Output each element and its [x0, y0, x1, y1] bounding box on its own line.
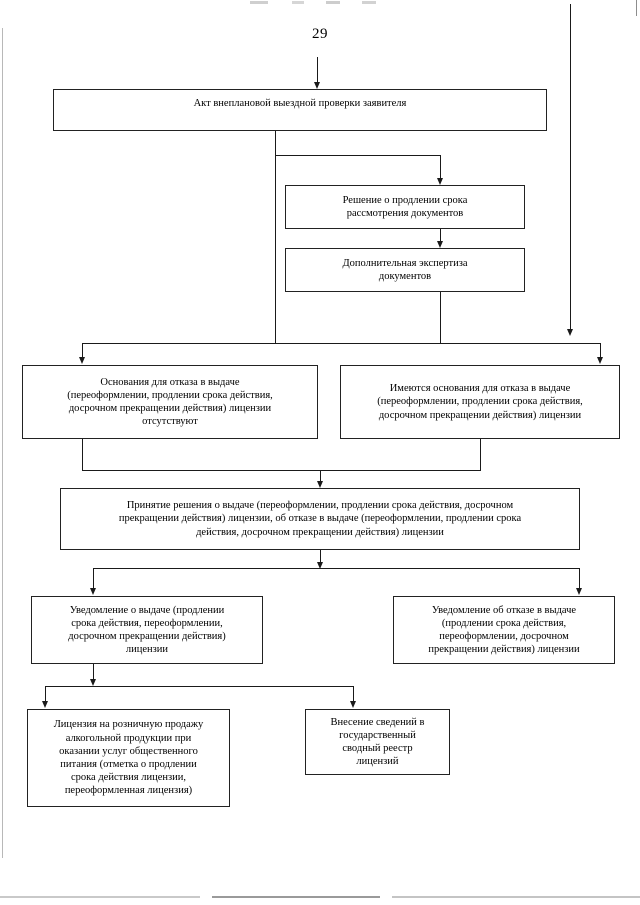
node-has-grounds-refusal-box[interactable]: Имеются основания для отказа в выдаче (п… — [340, 365, 620, 439]
connector-decision-making-arrowhead — [316, 481, 323, 488]
scan-artifact-top — [250, 1, 390, 4]
page-number: 29 — [312, 26, 328, 42]
connector-notice-grant-arrowhead — [89, 588, 96, 595]
connector-bus-decision-making — [82, 470, 481, 471]
connector-bus-left-arrowhead — [78, 357, 85, 364]
scan-edge-right — [636, 0, 637, 16]
connector-to-extend-arrowhead — [436, 178, 443, 185]
node-no-grounds-refusal-label: Основания для отказа в выдаче (переоформ… — [67, 376, 273, 428]
connector-bus-terminals — [45, 686, 354, 687]
node-notice-grant-label: Уведомление о выдаче (продлении срока де… — [68, 604, 226, 656]
node-license-retail-label: Лицензия на розничную продажу алкогольно… — [53, 719, 204, 797]
connector-expertise-down — [440, 292, 441, 343]
connector-license-arrowhead — [41, 701, 48, 708]
connector-bus-right-arrowhead — [596, 357, 603, 364]
connector-right-margin-line — [570, 4, 571, 331]
connector-notice-grant-out-arrowhead — [89, 679, 96, 686]
connector-no-grounds-down — [82, 439, 83, 470]
node-register-entry-box[interactable]: Внесение сведений в государственный свод… — [305, 709, 450, 775]
node-decision-extend-label: Решение о продлении срока рассмотрения д… — [342, 194, 468, 219]
connector-entry-arrowhead — [313, 82, 320, 89]
connector-register-drop — [353, 686, 354, 702]
node-act-label: Акт внеплановой выездной проверки заявит… — [193, 98, 407, 109]
connector-notice-grant-out — [93, 664, 94, 681]
node-decision-making-label: Принятие решения о выдаче (переоформлени… — [118, 500, 522, 538]
node-no-grounds-refusal-box[interactable]: Основания для отказа в выдаче (переоформ… — [22, 365, 318, 439]
connector-bus-notices — [93, 568, 580, 569]
scan-artifact-bottom — [0, 896, 640, 898]
node-has-grounds-refusal-label: Имеются основания для отказа в выдаче (п… — [377, 383, 583, 421]
connector-license-drop — [45, 686, 46, 702]
connector-has-grounds-down — [480, 439, 481, 470]
node-extra-expertise-box[interactable]: Дополнительная экспертиза документов — [285, 248, 525, 292]
connector-entry-line — [317, 57, 318, 83]
node-license-retail-box[interactable]: Лицензия на розничную продажу алкогольно… — [27, 709, 230, 807]
connector-extend-to-expertise — [440, 229, 441, 243]
connector-bus-right-drop — [600, 343, 601, 358]
node-decision-making-box[interactable]: Принятие решения о выдаче (переоформлени… — [60, 488, 580, 550]
connector-register-arrowhead — [349, 701, 356, 708]
connector-to-extend-horizontal — [275, 155, 441, 156]
connector-notice-refusal-drop — [579, 568, 580, 589]
connector-right-margin-arrowhead — [566, 329, 573, 336]
node-notice-refusal-label: Уведомление об отказе в выдаче (продлени… — [428, 604, 580, 656]
connector-decision-making-out — [320, 550, 321, 564]
scan-edge-left — [2, 28, 3, 858]
node-notice-grant-box[interactable]: Уведомление о выдаче (продлении срока де… — [31, 596, 263, 664]
connector-bus-left-drop — [82, 343, 83, 358]
connector-notice-grant-drop — [93, 568, 94, 589]
connector-to-extend-vertical — [440, 155, 441, 179]
connector-act-spine — [275, 131, 276, 343]
node-register-entry-label: Внесение сведений в государственный свод… — [330, 716, 425, 768]
node-notice-refusal-box[interactable]: Уведомление об отказе в выдаче (продлени… — [393, 596, 615, 664]
node-extra-expertise-label: Дополнительная экспертиза документов — [342, 257, 468, 282]
connector-decision-making-out-arrowhead — [316, 562, 323, 569]
connector-extend-to-expertise-arrowhead — [436, 241, 443, 248]
connector-decision-making-drop — [320, 470, 321, 482]
connector-bus-decisions — [82, 343, 600, 344]
node-act-box[interactable]: Акт внеплановой выездной проверки заявит… — [53, 89, 547, 131]
node-decision-extend-box[interactable]: Решение о продлении срока рассмотрения д… — [285, 185, 525, 229]
connector-notice-refusal-arrowhead — [575, 588, 582, 595]
